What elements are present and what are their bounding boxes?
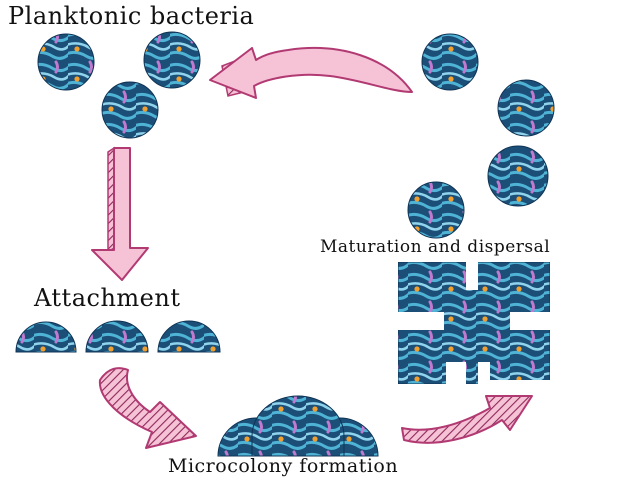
bacterium-cell <box>407 181 465 239</box>
planktonic-bacteria-label: Planktonic bacteria <box>8 2 255 30</box>
microcolony-cell <box>251 395 345 457</box>
microcolony-formation-label: Microcolony formation <box>168 455 399 477</box>
attached-cell <box>85 320 149 353</box>
mature-biofilm-mass <box>398 262 550 384</box>
planktonic-cells <box>37 31 201 139</box>
mature-biofilm <box>398 262 550 384</box>
arrow-dispersal-to-planktonic <box>209 46 413 99</box>
arrow-attachment-to-microcolony <box>98 367 197 449</box>
arrow-planktonic-to-attachment <box>91 146 149 281</box>
bacterium-cell <box>497 79 555 137</box>
bacterium-cell <box>143 31 201 89</box>
attached-cell <box>157 320 221 353</box>
bacterium-cell <box>487 145 549 207</box>
bacterium-cell <box>37 33 95 91</box>
arrow-microcolony-to-maturation <box>401 395 533 444</box>
attached-cells <box>15 320 221 353</box>
attached-cell <box>15 321 77 353</box>
cycle-arrows <box>91 46 533 449</box>
bacterium-cell <box>421 33 479 91</box>
attachment-label: Attachment <box>34 284 181 312</box>
microcolony-cluster <box>217 395 379 457</box>
dispersing-cells <box>407 33 555 239</box>
maturation-and-dispersal-label: Maturation and dispersal <box>320 237 551 257</box>
bacterium-cell <box>101 81 159 139</box>
